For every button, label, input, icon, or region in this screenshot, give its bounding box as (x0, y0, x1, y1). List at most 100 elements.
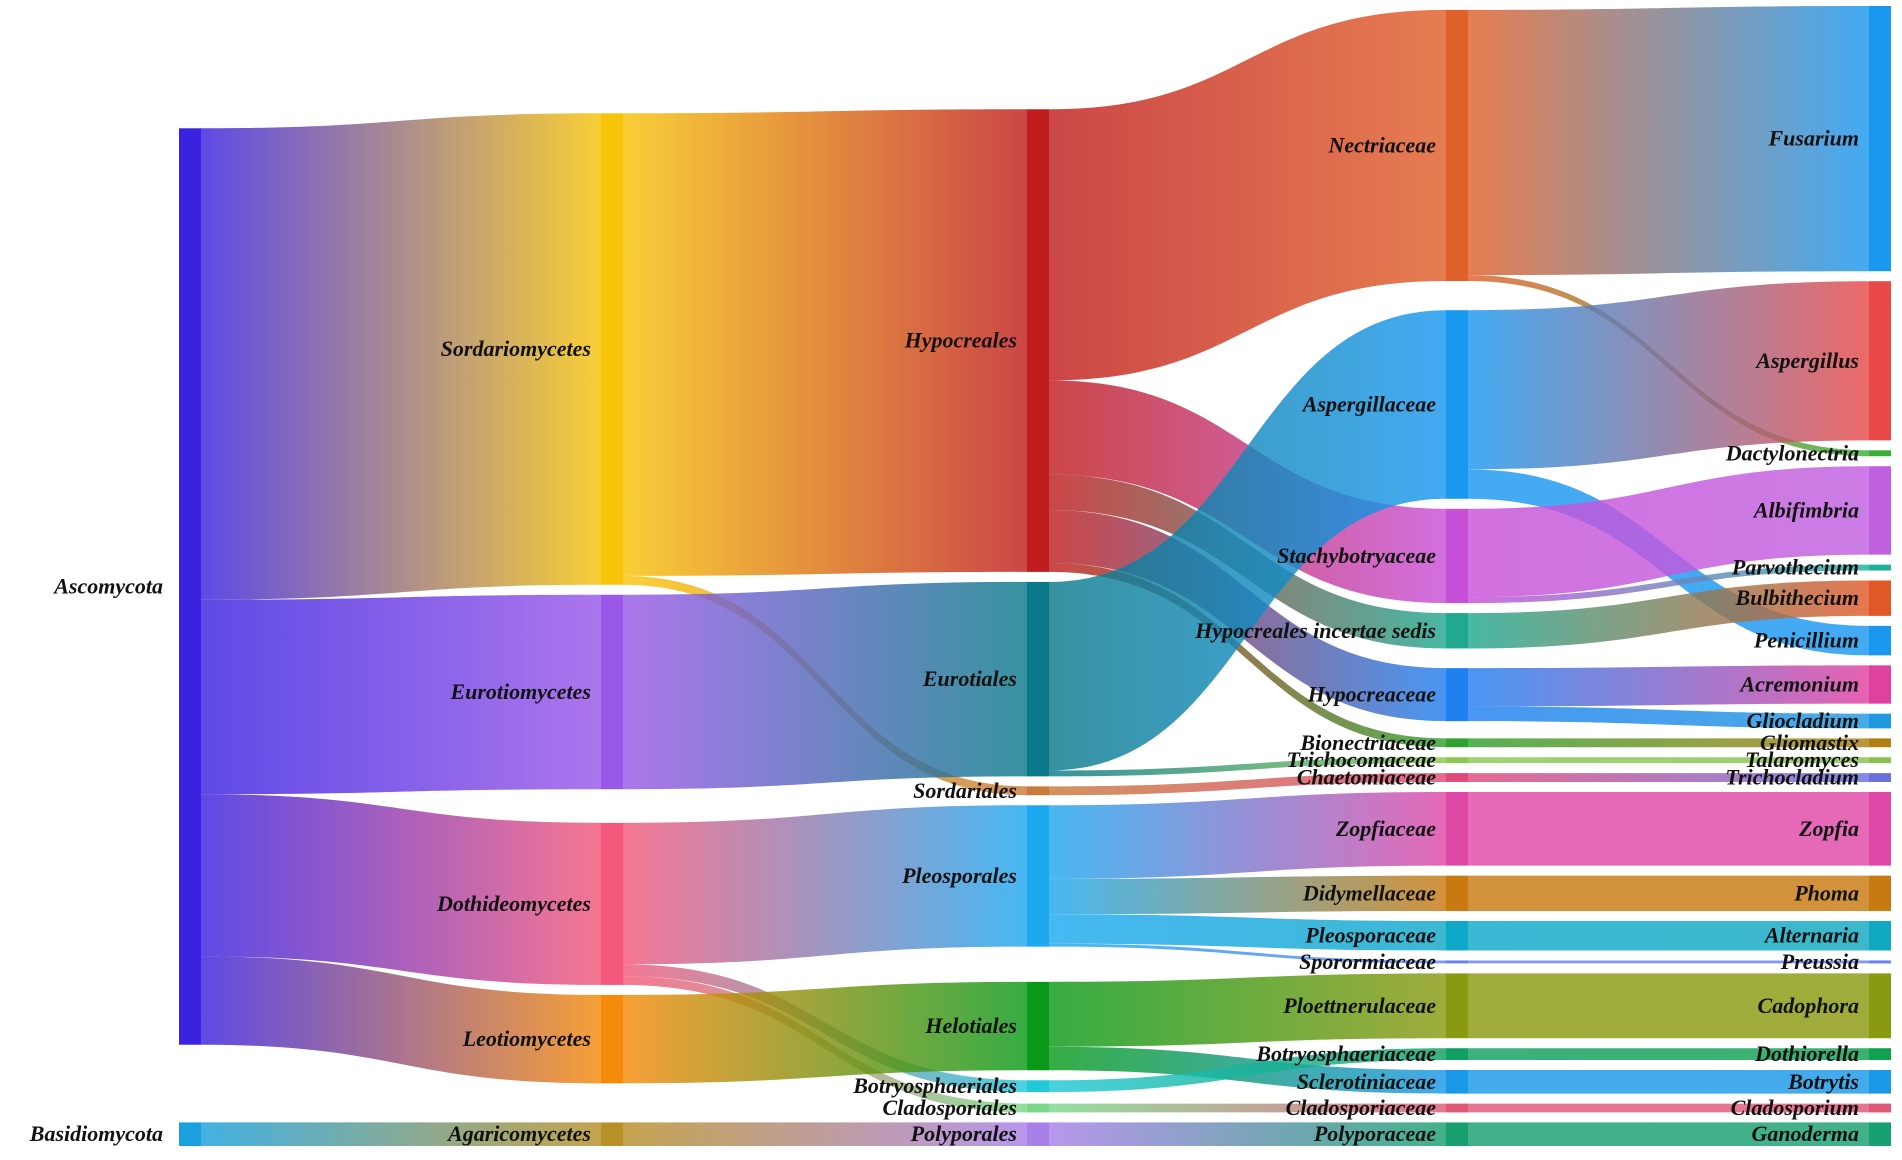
node-phoma (1869, 875, 1891, 911)
node-cladosporium (1869, 1103, 1891, 1113)
link-nectriaceae-to-fusarium (1468, 6, 1869, 276)
label-hypocreales_is: Hypocreales incertae sedis (1194, 618, 1436, 643)
node-fusarium (1869, 6, 1891, 272)
label-pleosporaceae: Pleosporaceae (1304, 923, 1436, 948)
node-ganoderma (1869, 1122, 1891, 1146)
node-aspergillaceae (1446, 310, 1468, 499)
label-albifimbria: Albifimbria (1752, 497, 1859, 522)
label-hypocreales: Hypocreales (904, 328, 1017, 353)
node-pleosporaceae (1446, 920, 1468, 951)
label-zopfia: Zopfia (1798, 816, 1859, 841)
node-preussia (1869, 960, 1891, 964)
node-parvothecium (1869, 564, 1891, 571)
link-ascomycota-to-leotiomycetes (201, 956, 601, 1084)
link-agaricomycetes-to-polyporales (623, 1122, 1027, 1146)
node-helotiales (1027, 981, 1049, 1071)
node-bionectriaceae (1446, 738, 1468, 748)
node-dactylonectria (1869, 450, 1891, 457)
link-zopfiaceae-to-zopfia (1468, 791, 1869, 866)
label-eurotiales: Eurotiales (922, 666, 1017, 691)
label-aspergillus: Aspergillus (1754, 348, 1859, 373)
link-ascomycota-to-sordariomycetes (201, 113, 601, 600)
node-ascomycota (179, 128, 201, 1045)
node-sporormiaceae (1446, 960, 1468, 964)
link-ascomycota-to-eurotiomycetes (201, 594, 601, 795)
node-zopfiaceae (1446, 791, 1468, 866)
label-dothiorella: Dothiorella (1754, 1041, 1859, 1066)
link-trichocomaceae-to-talaromyces (1468, 757, 1869, 764)
sankey-links (201, 6, 1869, 1146)
label-didymellaceae: Didymellaceae (1302, 880, 1436, 905)
label-basidiomycota: Basidiomycota (29, 1121, 163, 1146)
label-fusarium: Fusarium (1768, 126, 1860, 151)
label-sordariomycetes: Sordariomycetes (441, 336, 591, 361)
link-dothideomycetes-to-pleosporales (623, 805, 1027, 965)
node-trichocomaceae (1446, 757, 1468, 764)
label-leotiomycetes: Leotiomycetes (462, 1026, 591, 1051)
label-cladosporiales: Cladosporiales (883, 1095, 1017, 1120)
label-polyporaceae: Polyporaceae (1313, 1121, 1436, 1146)
link-basidiomycota-to-agaricomycetes (201, 1122, 601, 1146)
node-gliomastix (1869, 738, 1891, 748)
node-cadophora (1869, 973, 1891, 1039)
node-gliocladium (1869, 713, 1891, 729)
label-talaromyces: Talaromyces (1745, 747, 1859, 772)
link-chaetomiaceae-to-trichocladium (1468, 773, 1869, 782)
link-hypocreaceae-to-acremonium (1468, 665, 1869, 707)
label-gliomastix: Gliomastix (1760, 730, 1859, 755)
link-sporormiaceae-to-preussia (1468, 960, 1869, 964)
node-talaromyces (1869, 757, 1891, 764)
node-dothideomycetes (601, 822, 623, 985)
label-cadophora: Cadophora (1758, 993, 1859, 1018)
label-alternaria: Alternaria (1763, 923, 1859, 948)
node-hypocreales (1027, 109, 1049, 572)
label-pleosporales: Pleosporales (901, 863, 1017, 888)
link-hypocreales-to-bionectriaceae (1049, 563, 1446, 748)
node-agaricomycetes (601, 1122, 623, 1146)
node-trichocladium (1869, 773, 1891, 782)
node-eurotiomycetes (601, 594, 623, 790)
link-hypocreaceae-to-gliocladium (1468, 706, 1869, 729)
label-ganoderma: Ganoderma (1751, 1121, 1859, 1146)
node-didymellaceae (1446, 875, 1468, 911)
link-botryosphaeriaceae-to-dothiorella (1468, 1048, 1869, 1061)
node-sordariomycetes (601, 113, 623, 585)
node-sordariales (1027, 786, 1049, 796)
label-gliocladium: Gliocladium (1747, 708, 1859, 733)
link-pleosporales-to-sporormiaceae (1049, 943, 1446, 964)
link-botryosphaeriales-to-botryosphaeriaceae (1049, 1048, 1446, 1093)
label-helotiales: Helotiales (924, 1013, 1017, 1038)
link-bionectriaceae-to-gliomastix (1468, 738, 1869, 748)
node-nectriaceae (1446, 9, 1468, 281)
node-pleosporales (1027, 805, 1049, 947)
link-pleosporales-to-didymellaceae (1049, 875, 1446, 915)
link-pleosporales-to-zopfiaceae (1049, 791, 1446, 879)
link-sordariomycetes-to-hypocreales (623, 109, 1027, 576)
node-penicillium (1869, 625, 1891, 656)
label-cladosporiaceae: Cladosporiaceae (1286, 1095, 1437, 1120)
label-polyporales: Polyporales (910, 1121, 1017, 1146)
label-trichocladium: Trichocladium (1725, 765, 1859, 790)
sankey-labels: AscomycotaBasidiomycotaSordariomycetesEu… (29, 126, 1859, 1147)
link-polyporaceae-to-ganoderma (1468, 1122, 1869, 1146)
node-bulbithecium (1869, 580, 1891, 616)
link-cladosporiaceae-to-cladosporium (1468, 1103, 1869, 1113)
node-acremonium (1869, 665, 1891, 704)
label-dactylonectria: Dactylonectria (1725, 440, 1859, 465)
label-botrytis: Botrytis (1787, 1069, 1859, 1094)
node-aspergillus (1869, 281, 1891, 441)
node-sclerotiniaceae (1446, 1070, 1468, 1094)
node-eurotiales (1027, 581, 1049, 777)
label-trichocomaceae: Trichocomaceae (1287, 747, 1437, 772)
node-hypocreaceae (1446, 668, 1468, 722)
label-bulbithecium: Bulbithecium (1735, 585, 1859, 610)
node-alternaria (1869, 920, 1891, 951)
node-basidiomycota (179, 1122, 201, 1146)
node-cladosporiales (1027, 1103, 1049, 1113)
link-polyporales-to-polyporaceae (1049, 1122, 1446, 1146)
label-ploettnerulaceae: Ploettnerulaceae (1282, 993, 1436, 1018)
node-cladosporiaceae (1446, 1103, 1468, 1113)
label-chaetomiaceae: Chaetomiaceae (1297, 765, 1437, 790)
link-hypocreales-to-nectriaceae (1049, 9, 1446, 381)
label-nectriaceae: Nectriaceae (1328, 132, 1437, 157)
